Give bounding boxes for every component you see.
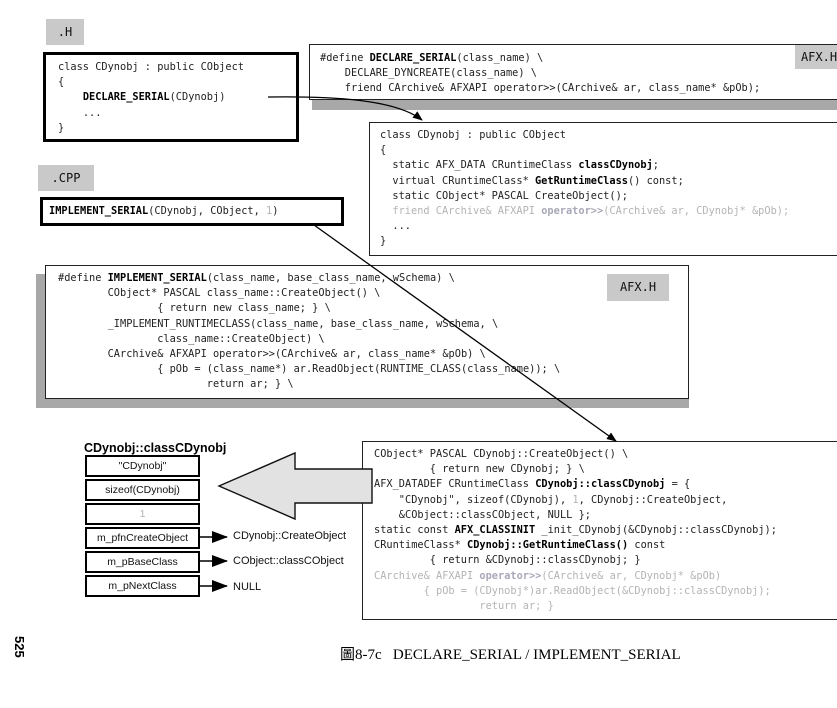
- implement-serial-box: IMPLEMENT_SERIAL(CDynobj, CObject, 1): [40, 197, 344, 226]
- target-base-class: CObject::classCObject: [233, 555, 344, 567]
- struct-cell-class-name: "CDynobj": [85, 455, 200, 477]
- expanded-implementation: CObject* PASCAL CDynobj::CreateObject() …: [362, 441, 837, 620]
- declare-serial-definition: #define DECLARE_SERIAL(class_name) \ DEC…: [309, 44, 837, 100]
- expansion-fat-arrow: [217, 451, 373, 521]
- implement-serial-arrow: [313, 224, 617, 442]
- struct-cell-create-object: m_pfnCreateObject: [85, 527, 200, 549]
- declare-serial-arrow: [267, 96, 423, 121]
- expanded-class-declaration: class CDynobj : public CObject { static …: [369, 122, 837, 256]
- implement-serial-definition: #define IMPLEMENT_SERIAL(class_name, bas…: [45, 265, 689, 399]
- struct-cell-base-class: m_pBaseClass: [85, 551, 200, 573]
- header-file-tag: .H: [46, 19, 84, 45]
- struct-cell-next-class: m_pNextClass: [85, 575, 200, 597]
- afx-h-tag-top: AFX.H: [795, 45, 837, 69]
- target-create-object: CDynobj::CreateObject: [233, 530, 347, 542]
- target-null: NULL: [233, 581, 262, 593]
- afx-h-tag-middle: AFX.H: [607, 274, 669, 301]
- figure-caption: 圖8-7c DECLARE_SERIAL / IMPLEMENT_SERIAL: [340, 647, 681, 663]
- struct-cell-object-size: sizeof(CDynobj): [85, 479, 200, 501]
- header-class-box: class CDynobj : public CObject { DECLARE…: [43, 52, 299, 142]
- runtime-class-title: CDynobj::classCDynobj: [84, 441, 227, 455]
- struct-cell-schema: 1: [85, 503, 200, 525]
- source-file-tag: .CPP: [38, 165, 94, 191]
